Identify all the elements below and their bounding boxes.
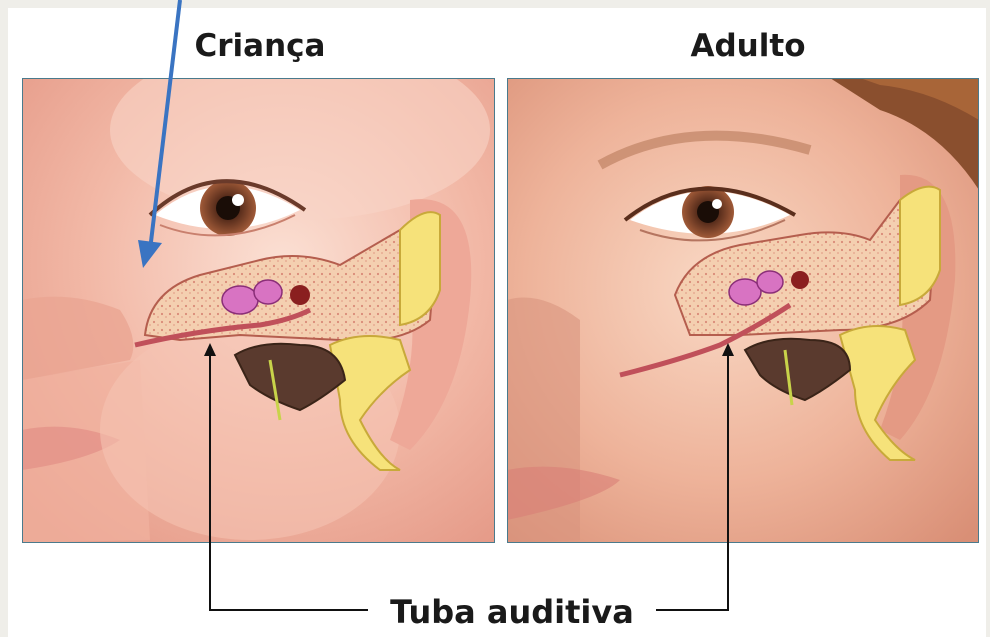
caption-tuba-auditiva: Tuba auditiva: [372, 593, 652, 631]
adult-panel: [507, 78, 979, 543]
child-title: Criança: [150, 28, 370, 64]
child-panel: [22, 40, 495, 543]
adult-title: Adulto: [638, 28, 858, 64]
